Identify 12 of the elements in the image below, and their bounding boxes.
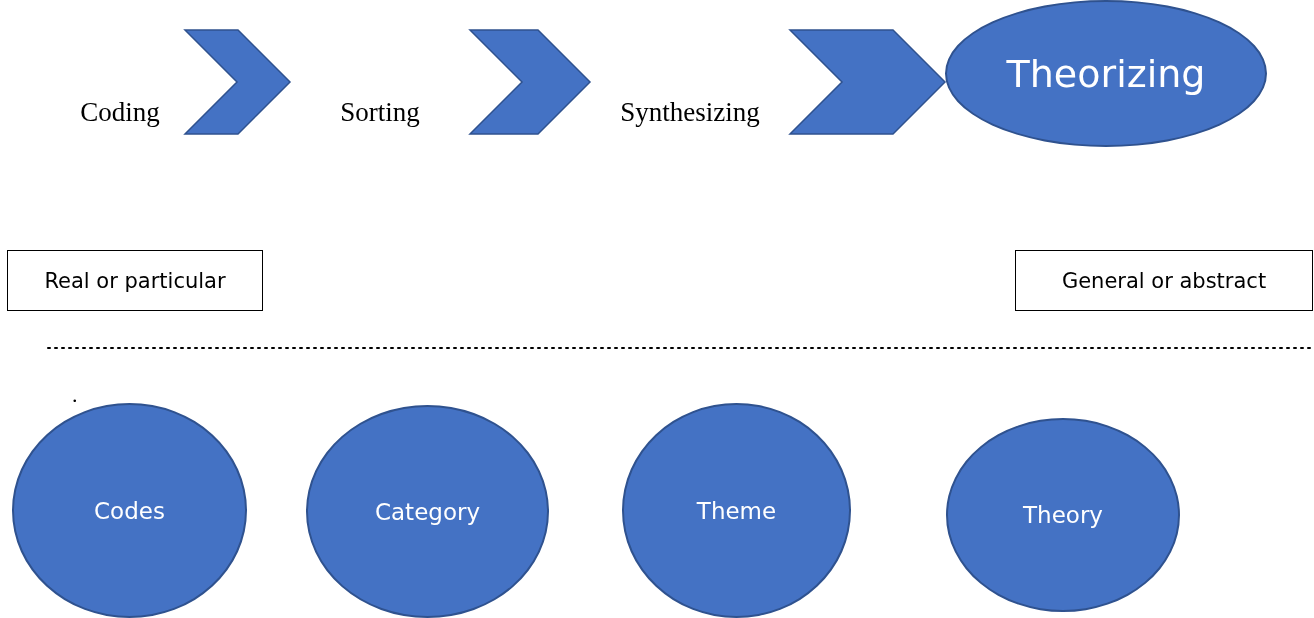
- step-text: Coding: [55, 90, 185, 134]
- stage-ellipse: Theory: [946, 418, 1180, 612]
- step-text: Sorting: [290, 90, 470, 134]
- chevron-arrow: [468, 29, 592, 135]
- level-box: General or abstract: [1015, 250, 1313, 311]
- stage-ellipse: Category: [306, 405, 549, 618]
- stage-ellipse: Codes: [12, 403, 247, 618]
- step-text: Synthesizing: [590, 90, 790, 134]
- level-box: Real or particular: [7, 250, 263, 311]
- stage-ellipse: Theme: [622, 403, 851, 618]
- chevron-arrow: [788, 29, 947, 135]
- chevron-arrow: [183, 29, 292, 135]
